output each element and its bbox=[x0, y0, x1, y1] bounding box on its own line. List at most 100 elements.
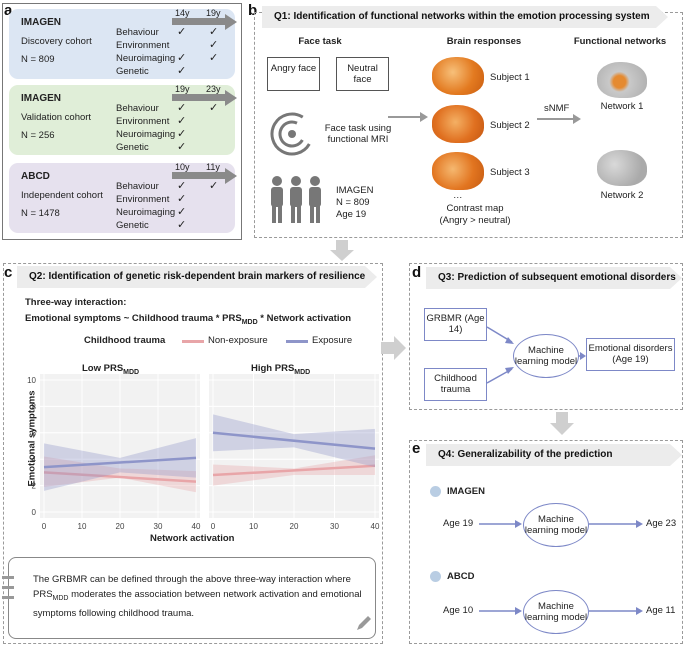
confidence-band bbox=[44, 438, 196, 491]
panel-e-title: Q4: Generalizability of the prediction bbox=[426, 444, 682, 466]
subject-3-label: Subject 3 bbox=[490, 167, 530, 178]
check-mark: ✓ bbox=[177, 115, 187, 127]
neutral-face-box: Neutral face bbox=[336, 57, 389, 91]
panel-d-letter: d bbox=[412, 264, 422, 281]
timeline-arrowhead bbox=[225, 90, 237, 106]
regression-line bbox=[43, 471, 197, 483]
face-task-header: Face task bbox=[298, 36, 342, 47]
regression-line bbox=[212, 464, 376, 477]
panel-c-letter: c bbox=[4, 264, 13, 281]
chart-2-title: High PRSMDD bbox=[251, 363, 310, 376]
x-tick-label: 40 bbox=[371, 522, 380, 531]
legend-swatch-nonexposure bbox=[182, 340, 204, 343]
y-tick-label: 0 bbox=[32, 508, 37, 517]
y-tick-label: 10 bbox=[27, 376, 36, 385]
ml-model-imagen: Machine learning model bbox=[523, 503, 589, 547]
arrow-snmf bbox=[537, 114, 581, 124]
people-icon bbox=[271, 176, 321, 223]
formula-tail: * Network activation bbox=[257, 313, 352, 324]
measure-row: Behaviour bbox=[116, 27, 159, 38]
panel-b-letter: b bbox=[248, 2, 258, 19]
timepoint-2: 19y bbox=[206, 8, 221, 18]
mri-scanner-icon bbox=[270, 112, 314, 156]
abcd-bullet bbox=[430, 571, 441, 582]
check-mark: ✓ bbox=[177, 52, 187, 64]
legend-title: Childhood trauma bbox=[84, 335, 166, 346]
check-mark: ✓ bbox=[209, 26, 219, 38]
measure-row: Behaviour bbox=[116, 103, 159, 114]
imagen-label: IMAGEN bbox=[336, 185, 374, 196]
pencil-icon bbox=[357, 616, 371, 630]
imagen-heading: IMAGEN bbox=[447, 486, 485, 497]
timepoint-1: 14y bbox=[175, 8, 190, 18]
imagen-input-age: Age 19 bbox=[443, 518, 474, 529]
regression-line bbox=[212, 431, 376, 450]
note-tab-3 bbox=[2, 596, 14, 599]
cohort-name: ABCD bbox=[21, 171, 50, 182]
interaction-formula: Emotional symptoms ~ Childhood trauma * … bbox=[25, 313, 351, 326]
measure-row: Environment bbox=[116, 40, 170, 51]
timeline-arrow bbox=[172, 94, 228, 101]
brain-responses-header: Brain responses bbox=[446, 36, 522, 47]
measure-row: Genetic bbox=[116, 220, 149, 231]
abcd-output-age: Age 11 bbox=[646, 605, 676, 616]
cohort-n: N = 256 bbox=[21, 130, 55, 141]
network-2-label: Network 2 bbox=[600, 190, 644, 201]
timepoint-2: 23y bbox=[206, 84, 221, 94]
chart-2-title-sub: MDD bbox=[294, 368, 311, 376]
imagen-n: N = 809 bbox=[336, 197, 370, 208]
definition-note: The GRBMR can be defined through the abo… bbox=[2, 557, 376, 639]
snmf-label: sNMF bbox=[544, 103, 570, 114]
legend-swatch-exposure bbox=[286, 340, 308, 343]
measure-row: Environment bbox=[116, 194, 170, 205]
check-mark: ✓ bbox=[209, 180, 219, 192]
three-way-label: Three-way interaction: bbox=[25, 297, 127, 308]
ellipsis: … bbox=[453, 190, 463, 201]
note-text-a: The GRBMR can be defined through the abo… bbox=[33, 574, 351, 600]
panel-a-frame bbox=[2, 3, 242, 240]
network-1-label: Network 1 bbox=[600, 101, 644, 112]
regression-line bbox=[43, 456, 197, 469]
brain-subject-1 bbox=[432, 57, 484, 95]
check-mark: ✓ bbox=[177, 219, 187, 231]
note-text: The GRBMR can be defined through the abo… bbox=[33, 572, 363, 621]
panel-d-frame bbox=[409, 263, 683, 410]
note-text-b: moderates the association between networ… bbox=[33, 589, 362, 619]
chart-1-title: Low PRSMDD bbox=[82, 363, 139, 376]
ml-model-d: Machine learning model bbox=[513, 334, 579, 378]
cohort-n: N = 809 bbox=[21, 54, 55, 65]
mri-caption: Face task using functional MRI bbox=[324, 123, 392, 145]
y-tick-label: 2 bbox=[32, 482, 37, 491]
timepoint-2: 11y bbox=[206, 162, 220, 172]
arrow-d-to-e bbox=[550, 412, 574, 435]
imagen-output-age: Age 23 bbox=[646, 518, 677, 529]
x-tick-label: 0 bbox=[211, 522, 216, 531]
arrow-b-to-c bbox=[330, 240, 354, 261]
check-mark: ✓ bbox=[177, 206, 187, 218]
measure-row: Environment bbox=[116, 116, 170, 127]
formula-main: Emotional symptoms ~ Childhood trauma * … bbox=[25, 313, 242, 324]
check-mark: ✓ bbox=[177, 65, 187, 77]
check-mark: ✓ bbox=[209, 39, 219, 51]
timepoint-1: 10y bbox=[175, 162, 190, 172]
check-mark: ✓ bbox=[209, 52, 219, 64]
note-text-sub: MDD bbox=[52, 594, 69, 602]
contrast-map-label: Contrast map bbox=[446, 203, 504, 214]
y-tick-label: 8 bbox=[32, 402, 37, 411]
timeline-arrow bbox=[172, 172, 228, 179]
x-tick-label: 10 bbox=[249, 522, 258, 531]
cohort-name: IMAGEN bbox=[21, 93, 61, 104]
cohort-name: IMAGEN bbox=[21, 17, 61, 28]
subject-2-label: Subject 2 bbox=[490, 120, 530, 131]
legend-exposure: Exposure bbox=[312, 335, 353, 346]
arrow-to-brains bbox=[388, 112, 428, 122]
check-mark: ✓ bbox=[177, 26, 187, 38]
formula-sub: MDD bbox=[241, 318, 258, 326]
check-mark: ✓ bbox=[177, 141, 187, 153]
x-tick-label: 30 bbox=[154, 522, 163, 531]
